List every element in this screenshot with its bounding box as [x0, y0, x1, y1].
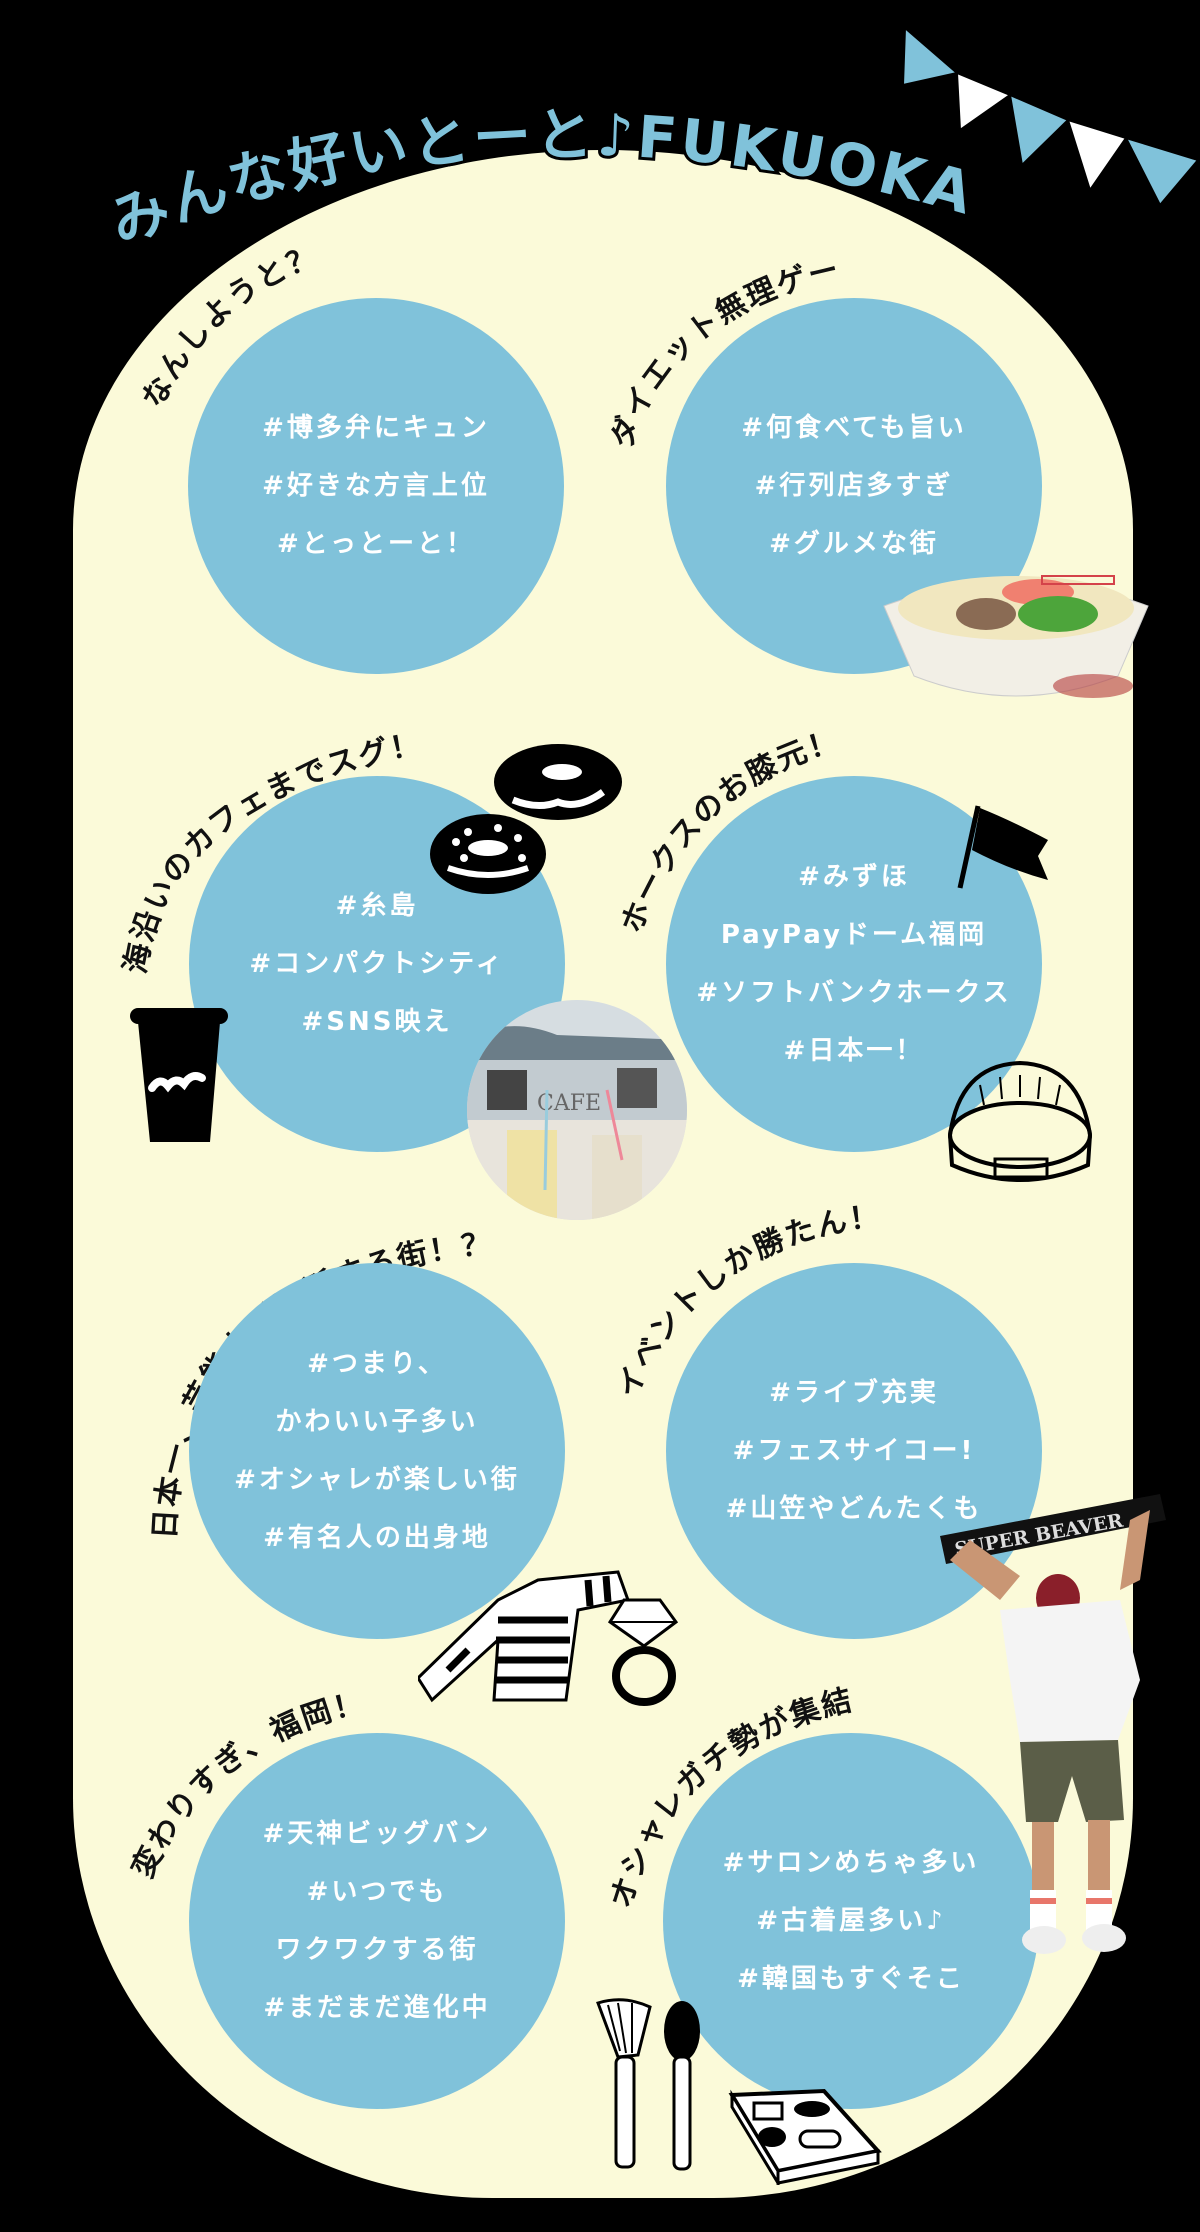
tag: #古着屋多い♪ [756, 1906, 946, 1936]
tag: #日本一！ [783, 1036, 925, 1066]
tag: #SNS映え [301, 1007, 453, 1037]
page-title: みんな好いとーと♪FUKUOKA [0, 0, 1200, 300]
donut-icon [430, 744, 622, 894]
tag: #つまり、 [307, 1349, 447, 1379]
tag: #いつでも [306, 1877, 448, 1907]
title-arc: みんな好いとーと♪FUKUOKA [97, 98, 982, 261]
makeup-brush-icon [596, 1998, 700, 2171]
tag: #博多弁にキュン [262, 413, 490, 443]
tag: #有名人の出身地 [263, 1523, 491, 1553]
section-circle-2: #何食べても旨い #行列店多すぎ #グルメな街 [666, 298, 1042, 674]
tag: かわいい子多い [275, 1407, 479, 1437]
tag: #サロンめちゃ多い [722, 1848, 980, 1878]
ramen-bowl-photo [883, 575, 1149, 698]
section-circle-1: #博多弁にキュン #好きな方言上位 #とっとーと！ [188, 298, 564, 674]
tag: #オシャレが楽しい街 [234, 1465, 520, 1495]
tag: #コンパクトシティ [249, 949, 505, 979]
tag: #山笠やどんたくも [725, 1494, 983, 1524]
tag: #フェスサイコー! [732, 1436, 976, 1466]
tag: #何食べても旨い [741, 413, 967, 443]
tag: #グルメな街 [769, 529, 939, 559]
tag: #まだまだ進化中 [263, 1993, 491, 2023]
tag: ワクワクする街 [275, 1935, 479, 1965]
striped-shirt-icon [418, 1570, 630, 1703]
tag: #とっとーと！ [276, 529, 475, 559]
tag: #糸島 [335, 891, 419, 921]
stadium-dome-icon [948, 1060, 1092, 1182]
makeup-palette-icon [728, 2088, 882, 2185]
section-circle-4: #みずほ PayPayドーム福岡 #ソフトバンクホークス #日本一！ [666, 776, 1042, 1152]
tag: #行列店多すぎ [754, 471, 954, 501]
tag: #韓国もすぐそこ [737, 1964, 965, 1994]
flag-icon [957, 805, 1048, 889]
diamond-ring-icon [607, 1598, 679, 1706]
tag: #好きな方言上位 [262, 471, 490, 501]
tag: PayPayドーム福岡 [720, 920, 988, 950]
section-circle-8: #サロンめちゃ多い #古着屋多い♪ #韓国もすぐそこ [663, 1733, 1039, 2109]
section-circle-7: #天神ビッグバン #いつでも ワクワクする街 #まだまだ進化中 [189, 1733, 565, 2109]
super-beaver-fan-photo: SUPER BEAVER [940, 1494, 1166, 1954]
coffee-cup-icon [130, 1008, 228, 1142]
tag: #天神ビッグバン [262, 1819, 492, 1849]
section-circle-5: #つまり、 かわいい子多い #オシャレが楽しい街 #有名人の出身地 [189, 1263, 565, 1639]
cafe-drinks-photo: CAFE [467, 1000, 687, 1220]
tag: #ソフトバンクホークス [696, 978, 1012, 1008]
tag: #みずほ [798, 862, 910, 892]
tag: #ライブ充実 [769, 1378, 939, 1408]
bunting-icon [901, 25, 1200, 207]
